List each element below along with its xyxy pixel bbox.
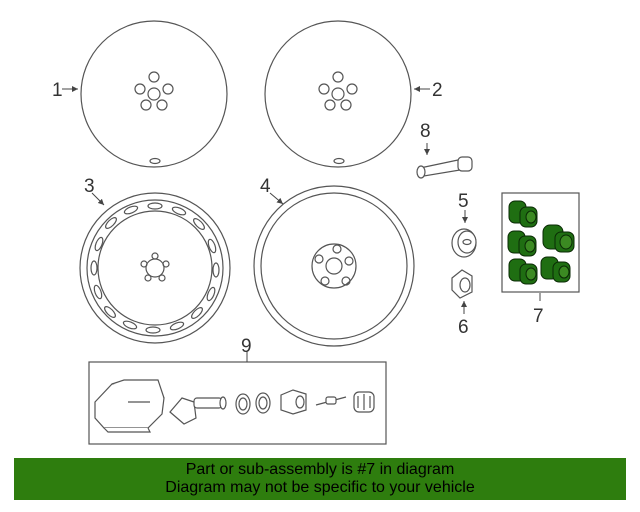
callout-3: 3 — [84, 176, 95, 197]
wheel-cover-left[interactable] — [80, 20, 228, 168]
callout-5: 5 — [458, 191, 469, 212]
center-cap[interactable] — [451, 228, 477, 258]
steel-wheel[interactable] — [79, 192, 231, 344]
callout-1: 1 — [52, 80, 63, 101]
callout-9: 9 — [241, 336, 252, 357]
fitment-notice-banner: Part or sub-assembly is #7 in diagram Di… — [14, 458, 626, 500]
tpms-sensor-kit[interactable] — [88, 361, 387, 445]
callout-2: 2 — [432, 80, 443, 101]
wheel-lock-kit[interactable] — [501, 192, 580, 293]
lug-nut[interactable] — [451, 269, 473, 299]
banner-line-2: Diagram may not be specific to your vehi… — [165, 479, 475, 496]
alloy-wheel[interactable] — [253, 185, 415, 347]
wheel-cover-right[interactable] — [264, 20, 412, 168]
callout-8: 8 — [420, 121, 431, 142]
valve-stem[interactable] — [416, 156, 473, 179]
banner-line-1: Part or sub-assembly is #7 in diagram — [185, 461, 455, 478]
callout-4: 4 — [260, 176, 271, 197]
callout-6: 6 — [458, 317, 469, 338]
callout-7: 7 — [533, 306, 544, 327]
